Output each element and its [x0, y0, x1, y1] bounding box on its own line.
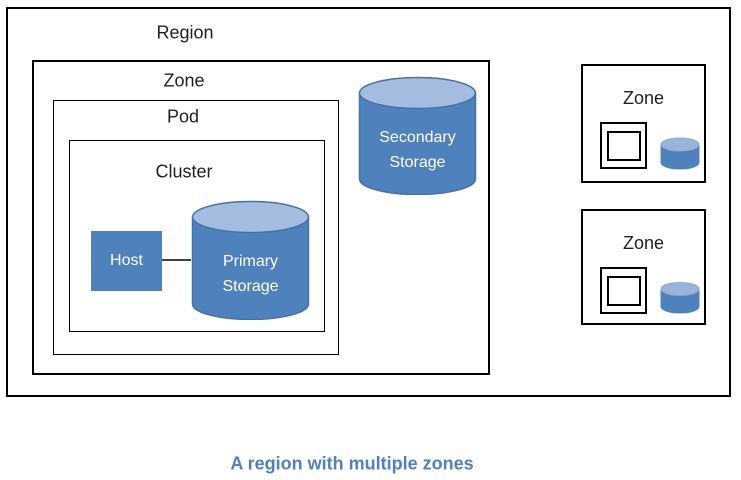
secondary-storage-cylinder: Secondary Storage: [358, 76, 477, 196]
cluster-label: Cluster: [155, 161, 213, 182]
zone-right-1-label: Zone: [622, 88, 665, 108]
storage-cylinder-icon: [660, 282, 700, 314]
nested-pod-cluster-icon: [600, 267, 647, 314]
primary-storage-cylinder: Primary Storage: [191, 200, 310, 321]
host-label: Host: [110, 252, 143, 269]
zone-box-right-1: Zone: [581, 64, 706, 183]
primary-storage-label: Primary Storage: [222, 253, 279, 295]
pod-label: Pod: [166, 106, 200, 127]
host-storage-connector-line: [162, 259, 191, 261]
zone-label: Zone: [163, 70, 205, 91]
nested-pod-cluster-icon: [600, 122, 647, 169]
secondary-storage-label: Secondary Storage: [379, 128, 456, 171]
nested-square-icon: [606, 130, 641, 161]
region-label: Region: [156, 22, 214, 43]
cylinder-shape: [358, 76, 477, 196]
diagram-caption: A region with multiple zones: [230, 453, 474, 474]
storage-cylinder-icon: [660, 137, 700, 170]
host-node: Host: [91, 231, 162, 291]
nested-square-icon: [606, 275, 641, 306]
zone-box-right-2: Zone: [581, 209, 706, 325]
zone-right-2-label: Zone: [622, 233, 665, 253]
cylinder-shape: [191, 200, 310, 321]
